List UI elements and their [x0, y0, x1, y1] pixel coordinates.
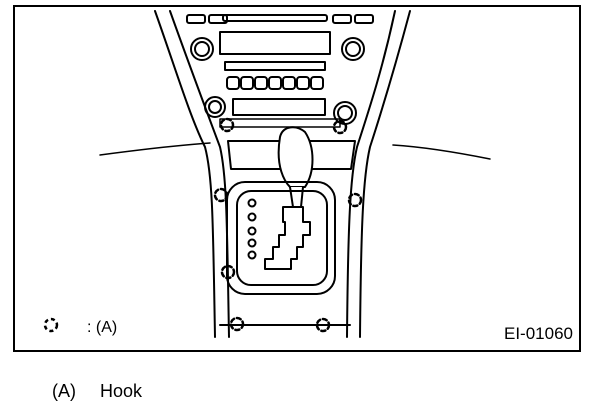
center-console-diagram: : (A) EI-01060	[13, 5, 581, 352]
caption-text: Hook	[100, 381, 143, 401]
caption-marker: (A)	[52, 381, 76, 401]
caption: (A) Hook	[52, 381, 142, 402]
hook-location-icon	[43, 317, 59, 333]
console-illustration	[43, 10, 491, 338]
figure-id: EI-01060	[504, 324, 573, 343]
legend-label: : (A)	[87, 319, 118, 336]
